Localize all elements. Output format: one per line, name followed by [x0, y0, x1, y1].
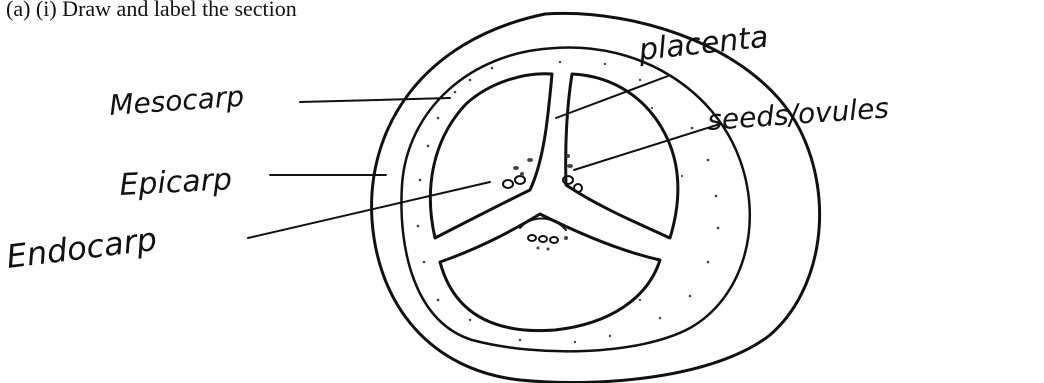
leader-seeds-ovules: [574, 124, 720, 170]
leader-mesocarp: [300, 98, 450, 102]
seeds-cluster-left: [503, 158, 533, 188]
label-seeds-ovules: seeds/ovules: [706, 91, 890, 137]
label-endocarp: Endocarp: [4, 220, 159, 276]
mesocarp-outline: [401, 47, 749, 351]
locule-lower: [440, 214, 660, 331]
locule-upper-right: [566, 74, 678, 238]
label-epicarp: Epicarp: [119, 162, 233, 203]
seeds-cluster-bottom: [528, 235, 568, 251]
label-mesocarp: Mesocarp: [108, 80, 245, 122]
epicarp-outline: [372, 13, 820, 382]
